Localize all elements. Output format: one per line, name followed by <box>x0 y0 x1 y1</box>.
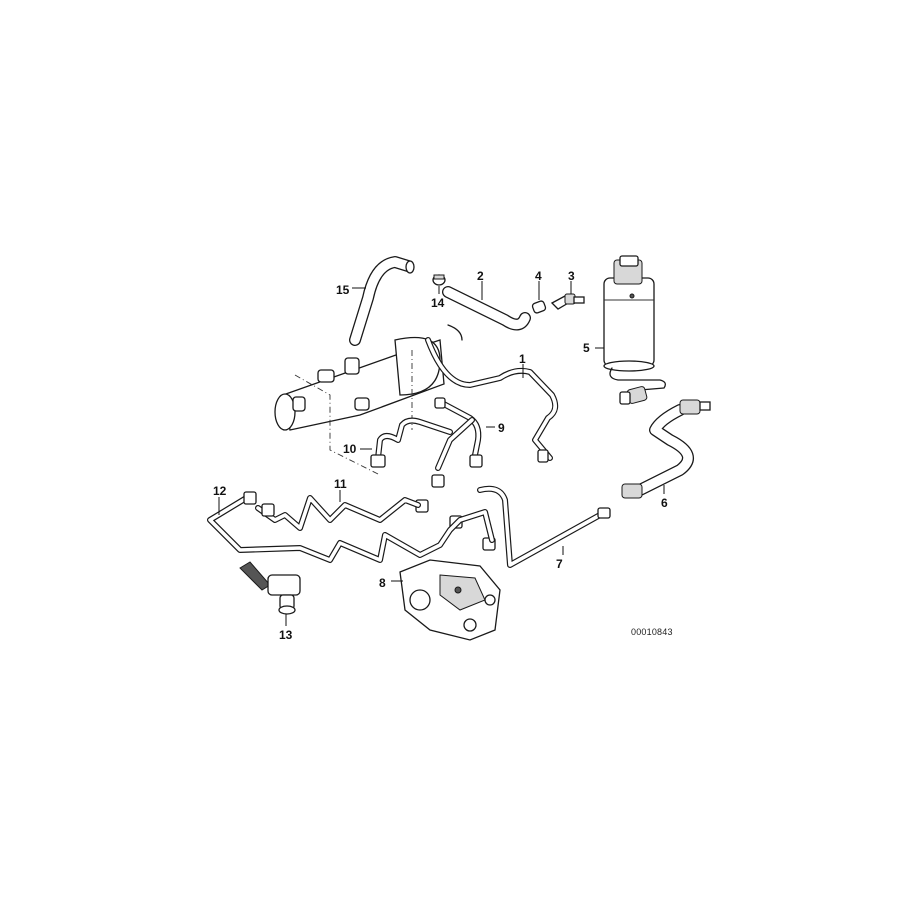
callout-15: 15 <box>336 283 350 297</box>
part-13-sensor[interactable] <box>239 561 301 615</box>
part-1-brake-line[interactable] <box>425 337 559 463</box>
part-8-hydraulic-unit[interactable] <box>399 559 501 641</box>
callout-12: 12 <box>213 484 227 498</box>
part-4-sleeve[interactable] <box>531 300 547 314</box>
part-5-pressure-accumulator[interactable] <box>603 255 666 405</box>
brake-master-cylinder[interactable] <box>274 324 463 476</box>
callout-9: 9 <box>498 421 505 435</box>
part-6-flexible-hose[interactable] <box>621 399 711 499</box>
callout-11: 11 <box>334 477 347 491</box>
callout-5: 5 <box>583 341 590 355</box>
part-14-hose-clamp[interactable] <box>432 274 446 286</box>
document-id: 00010843 <box>631 627 673 637</box>
callout-7: 7 <box>556 557 563 571</box>
callout-14: 14 <box>431 296 445 310</box>
part-12-brake-line[interactable] <box>207 491 495 563</box>
callout-4: 4 <box>535 269 542 283</box>
part-11-brake-line[interactable] <box>255 495 421 531</box>
callout-2: 2 <box>477 269 484 283</box>
callout-1: 1 <box>519 352 526 366</box>
part-15-vent-hose[interactable] <box>349 256 415 346</box>
fitting-bolts <box>415 454 496 551</box>
callout-8: 8 <box>379 576 386 590</box>
part-3-elbow-fitting[interactable] <box>550 293 585 310</box>
part-9-brake-line[interactable] <box>434 397 482 471</box>
part-10-brake-line[interactable] <box>370 417 453 468</box>
part-2-hose[interactable] <box>442 286 531 331</box>
callout-3: 3 <box>568 269 575 283</box>
leader-lines <box>218 281 665 626</box>
callout-10: 10 <box>343 442 357 456</box>
callout-6: 6 <box>661 496 668 510</box>
part-7-brake-line[interactable] <box>477 485 611 568</box>
callout-13: 13 <box>279 628 293 642</box>
